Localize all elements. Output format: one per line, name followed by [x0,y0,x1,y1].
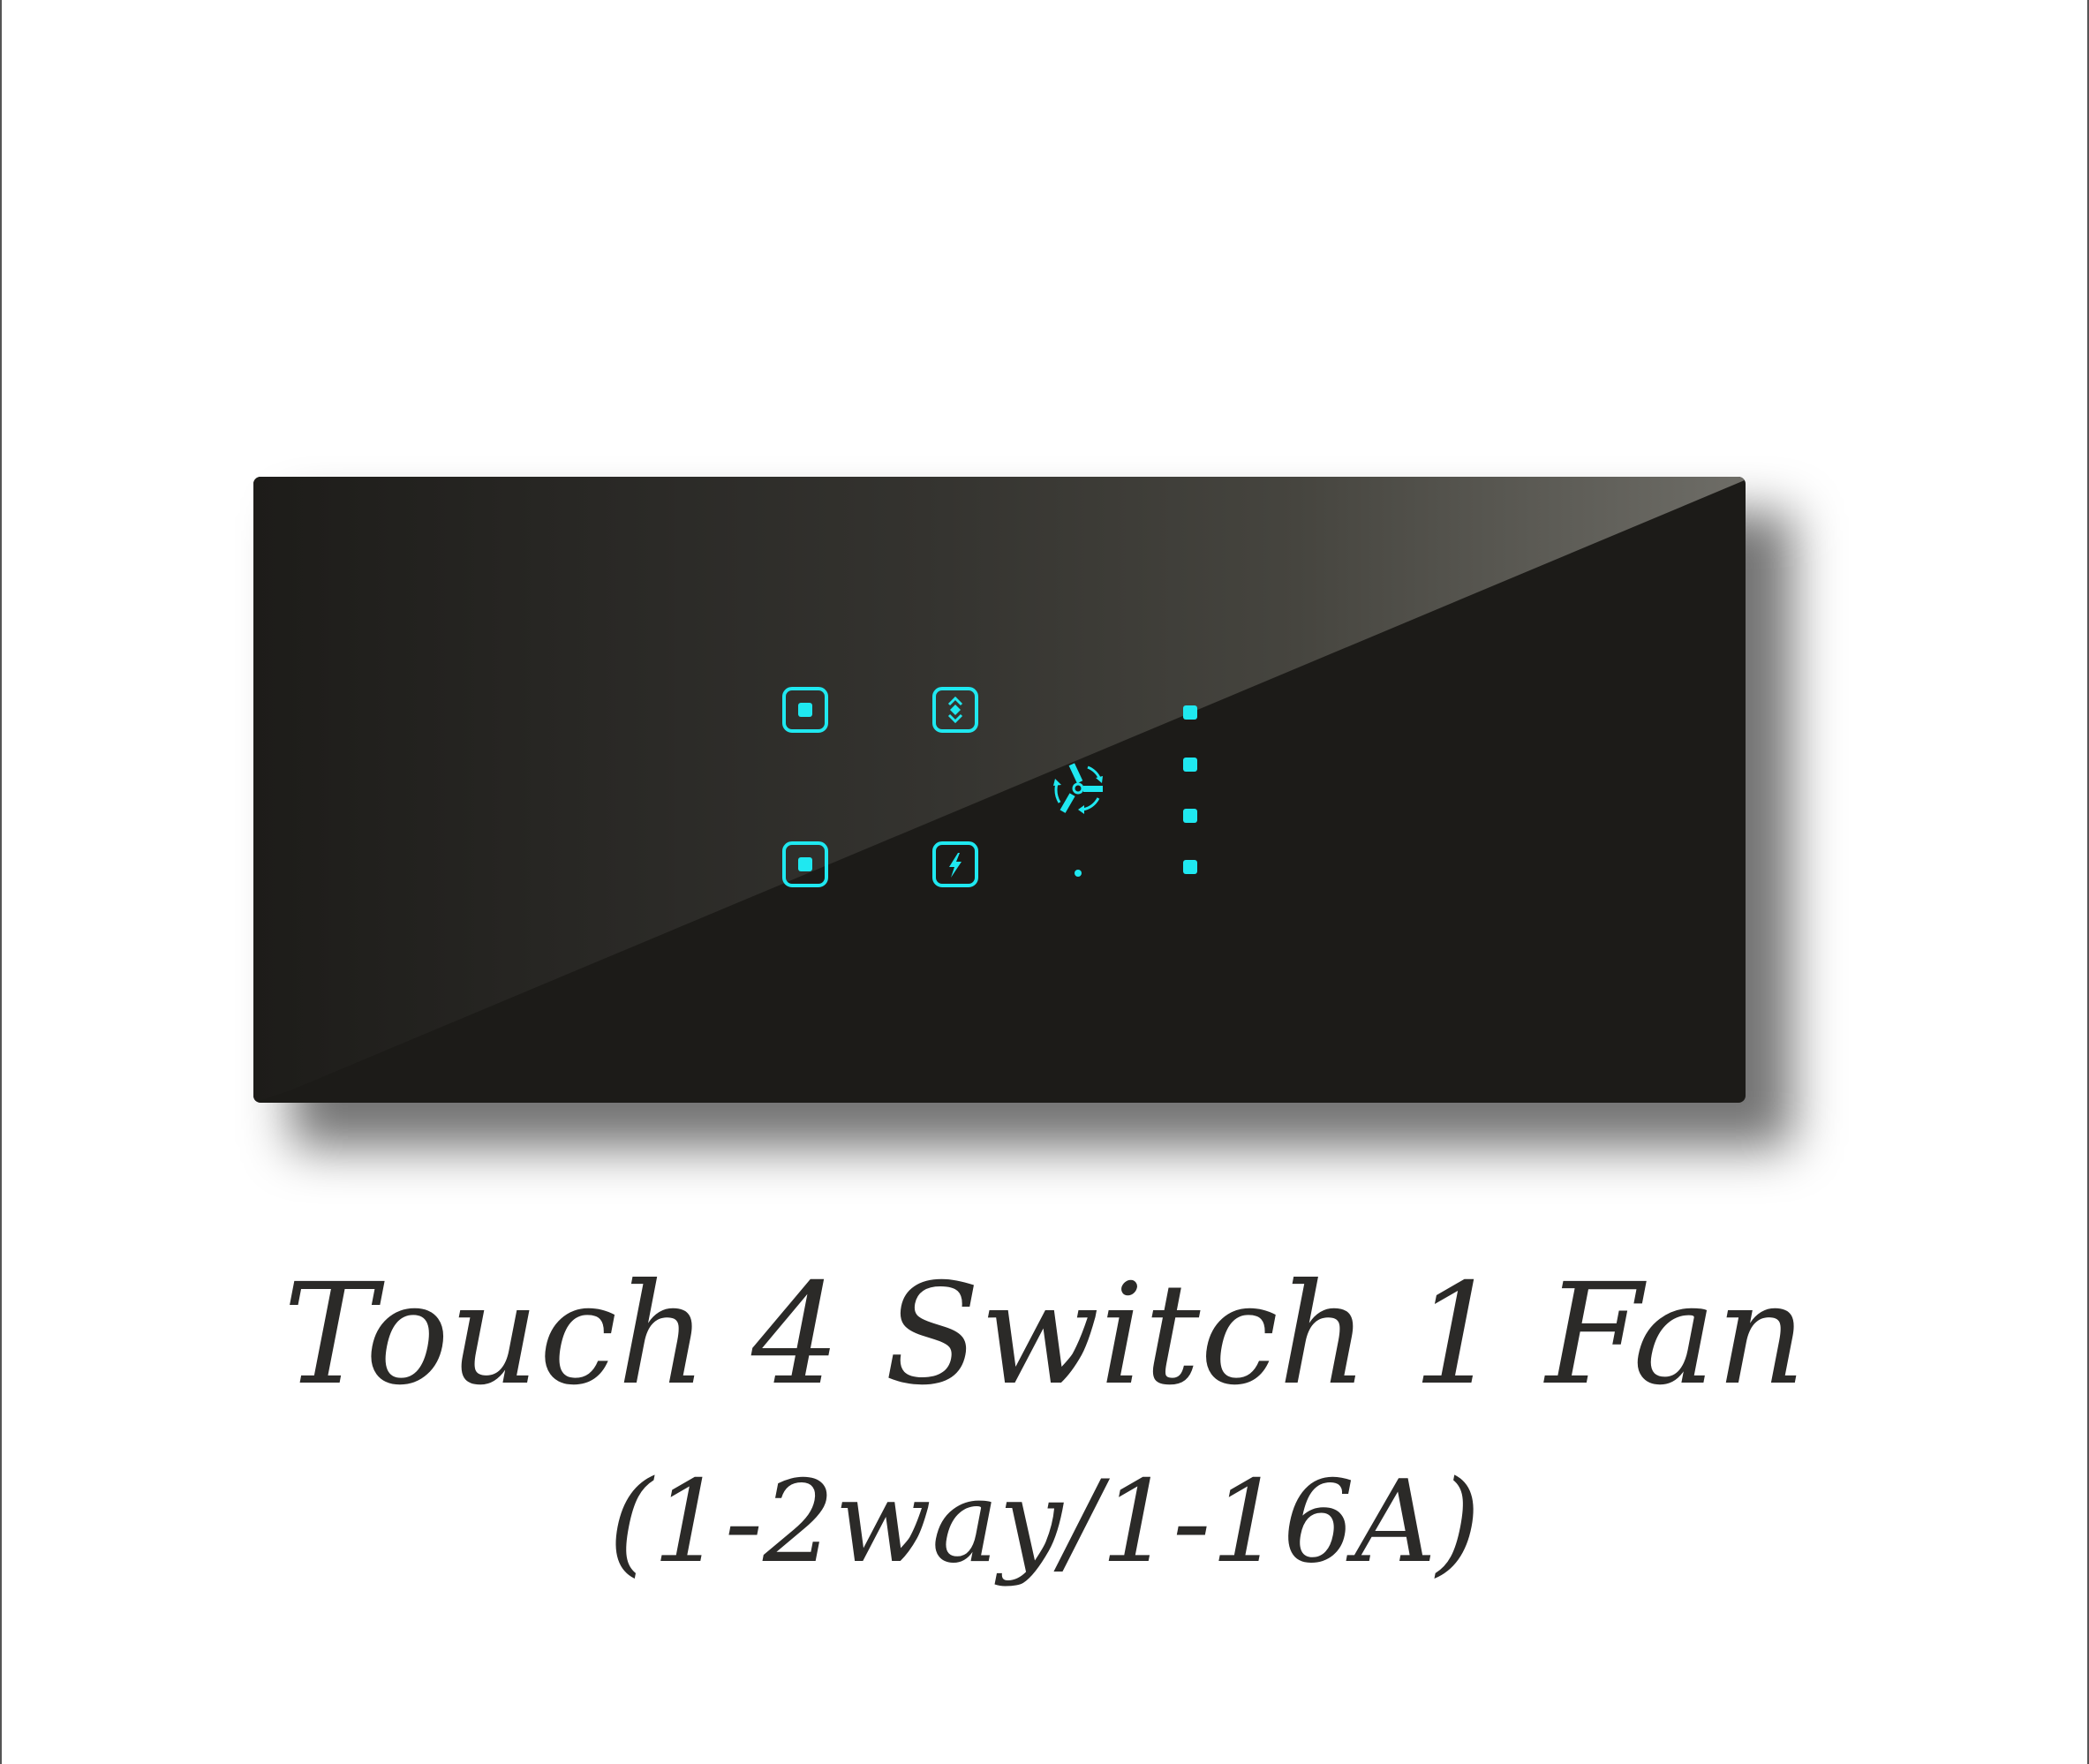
product-subtitle: (1-2way/1-16A) [608,1457,1481,1588]
square-icon [798,857,812,871]
curtain-updown-button[interactable] [932,687,978,733]
fan-speed-indicator-3[interactable] [1183,758,1197,772]
square-icon [798,703,812,717]
fan-speed-indicator-4[interactable] [1183,705,1197,720]
fan-speed-indicator-1[interactable] [1183,860,1197,874]
fan-icon[interactable] [1047,758,1109,820]
updown-diamond-icon [947,696,963,724]
left-border [0,0,2,1764]
glass-reflection [253,477,1746,1103]
fan-status-dot [1075,870,1082,877]
right-border [2087,0,2089,1764]
touch-switch-panel [253,477,1746,1103]
switch-1-button[interactable] [782,687,828,733]
product-title: Touch 4 Switch 1 Fan [283,1254,1806,1416]
fan-speed-indicator-2[interactable] [1183,809,1197,823]
power-button[interactable] [932,841,978,887]
switch-2-button[interactable] [782,841,828,887]
lightning-icon [949,853,962,878]
